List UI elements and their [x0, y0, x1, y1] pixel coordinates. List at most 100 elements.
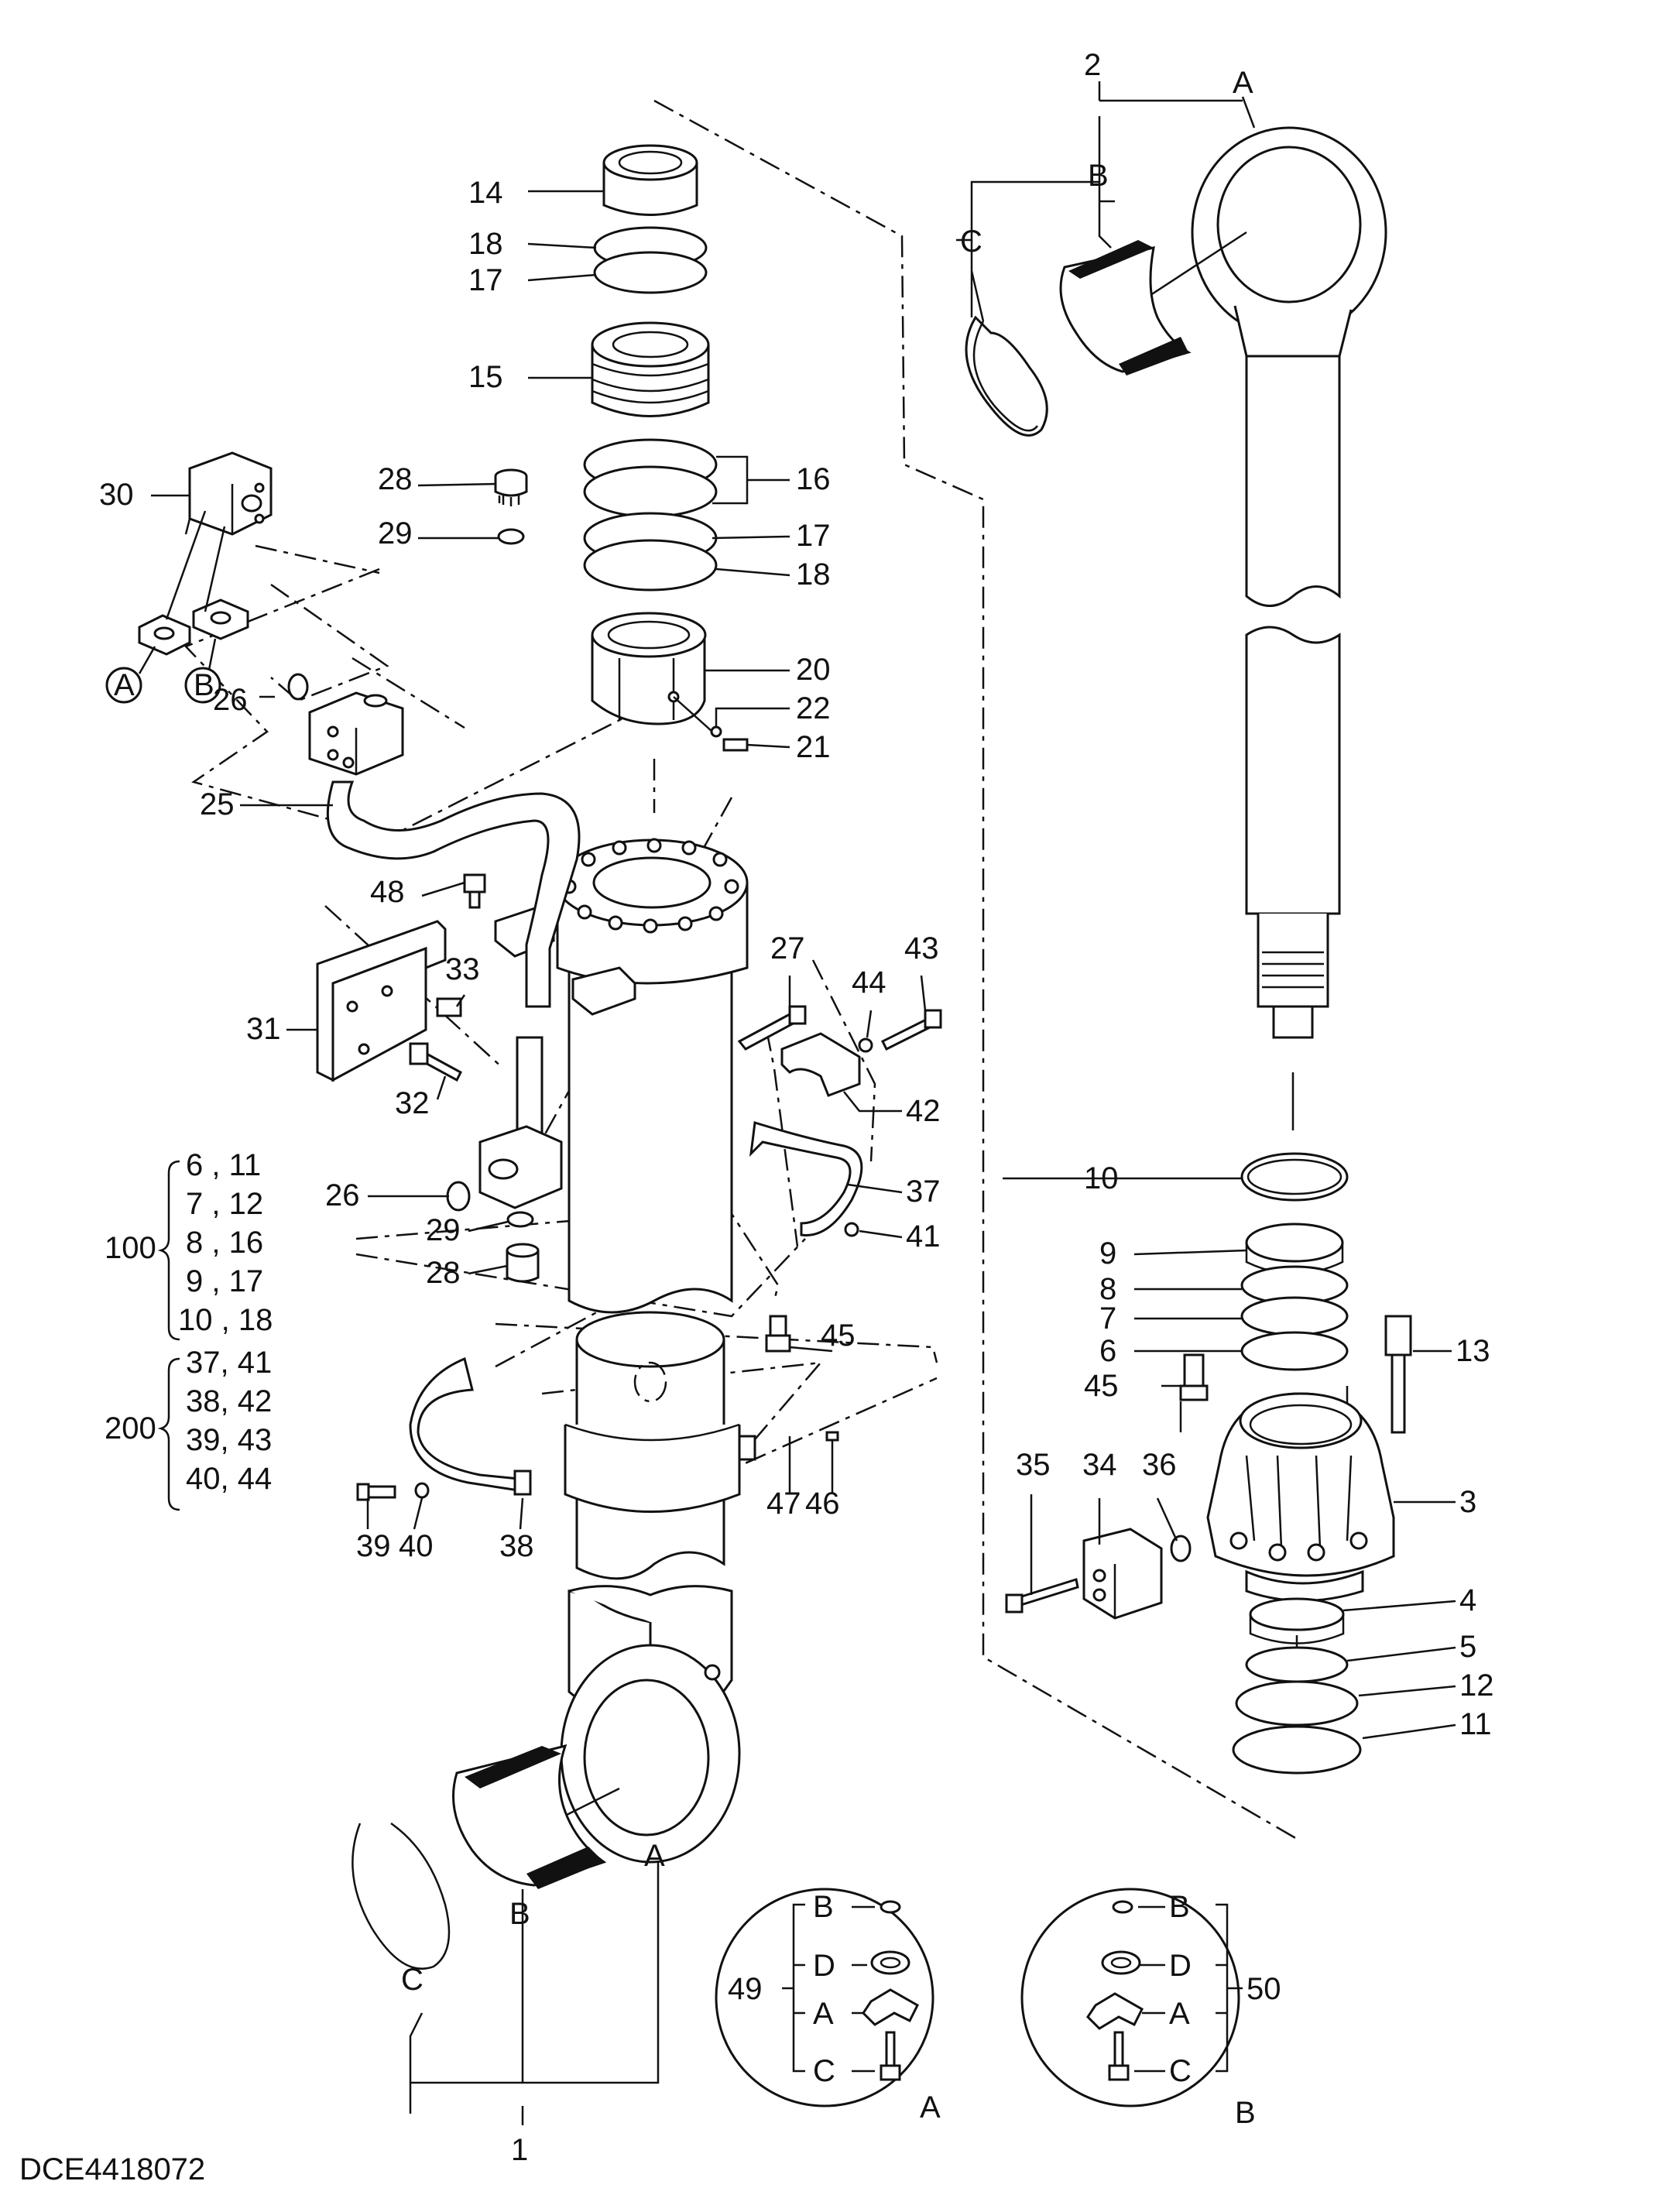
callout-21: 21 — [796, 730, 831, 764]
callout-26: 26 — [213, 683, 248, 717]
flange-b — [192, 598, 249, 640]
pins-47-46 — [788, 1431, 839, 1494]
callout-3: 3 — [1459, 1485, 1476, 1519]
callout-37: 37 — [906, 1175, 941, 1209]
callout-29: 29 — [378, 516, 413, 550]
callout-6: 6 — [1099, 1334, 1116, 1368]
callout-40: 40 — [399, 1529, 434, 1563]
bolt-43 — [880, 1009, 942, 1051]
group-100-item: 8 , 16 — [186, 1226, 263, 1260]
callout-7: 7 — [1099, 1301, 1116, 1336]
callout-47: 47 — [766, 1487, 801, 1521]
bolt-27 — [737, 1005, 807, 1051]
callout-c-top: C — [960, 225, 982, 259]
callout-27: 27 — [770, 931, 805, 965]
callout-34: 34 — [1082, 1448, 1117, 1482]
callout-31: 31 — [246, 1012, 281, 1046]
detail-circle-a — [715, 1888, 934, 2107]
port-b-circle — [184, 667, 221, 704]
group-100: 100 6 , 11 7 , 12 8 , 16 9 , 17 10 , 18 — [105, 1148, 273, 1337]
callout-17: 17 — [468, 263, 503, 297]
callout-36: 36 — [1142, 1448, 1177, 1482]
port-a-label: A — [114, 668, 135, 702]
snap-ring-top — [965, 315, 1048, 437]
group-100-number: 100 — [105, 1231, 156, 1265]
rod-cover — [1206, 1392, 1395, 1602]
callout-45-right: 45 — [1084, 1369, 1119, 1403]
washer-44 — [858, 1037, 873, 1053]
callout-30: 30 — [99, 478, 134, 512]
group-200-item: 37, 41 — [186, 1346, 272, 1380]
callout-b-bottom: B — [509, 1897, 530, 1931]
washer-40 — [414, 1482, 430, 1499]
piston-upper-parts — [583, 144, 718, 592]
callout-b-top: B — [1088, 159, 1109, 193]
callout-5: 5 — [1459, 1630, 1476, 1664]
callout-a-top: A — [1233, 66, 1253, 100]
callout-14: 14 — [468, 176, 503, 210]
callout-29-b: 29 — [426, 1213, 461, 1247]
callout-33: 33 — [445, 952, 480, 986]
bolt-35 — [1005, 1578, 1079, 1614]
callout-48: 48 — [370, 875, 405, 909]
bolt-39 — [356, 1483, 396, 1501]
callout-44: 44 — [852, 965, 886, 1000]
callout-8: 8 — [1099, 1272, 1116, 1306]
bolt-33 — [436, 997, 462, 1017]
callout-28-b: 28 — [426, 1256, 461, 1290]
bolt-48 — [463, 873, 486, 909]
detail-a-labels: 49 B D A C A — [728, 1890, 941, 2125]
detail-a-number: 49 — [728, 1972, 763, 2006]
detail-b-row: B — [1169, 1890, 1190, 1924]
detail-b-tag: B — [1235, 2096, 1256, 2130]
snap-ring-lower — [351, 1822, 451, 1970]
group-100-brace — [157, 1160, 180, 1341]
cylinder-bottom-eye — [560, 1585, 741, 1864]
callout-15: 15 — [468, 360, 503, 394]
callout-22: 22 — [796, 691, 831, 725]
callout-16: 16 — [796, 462, 831, 496]
detail-a-row: A — [813, 1997, 834, 2031]
group-100-item: 10 , 18 — [178, 1303, 273, 1337]
callout-25: 25 — [200, 787, 235, 821]
callout-39: 39 — [356, 1529, 391, 1563]
drawing-code: DCE4418072 — [19, 2152, 205, 2186]
rod-eye — [1145, 126, 1387, 358]
callout-labels: 14 18 17 15 16 17 18 20 22 21 30 28 29 2… — [99, 48, 1494, 2167]
group-200-item: 40, 44 — [186, 1462, 272, 1496]
bushing-lower — [452, 1744, 607, 1889]
o-ring-29-bottom — [506, 1211, 534, 1228]
callout-13: 13 — [1456, 1334, 1490, 1368]
barrel-section — [564, 1311, 756, 1580]
detail-circle-b — [1020, 1888, 1243, 2107]
detail-b-row: A — [1169, 1997, 1190, 2031]
callout-18: 18 — [468, 227, 503, 261]
group-200-brace — [157, 1357, 180, 1511]
callout-a-bottom: A — [644, 1839, 665, 1873]
grease-fitting-center — [765, 1315, 791, 1353]
callout-32: 32 — [395, 1086, 430, 1120]
callout-41: 41 — [906, 1219, 941, 1253]
callout-45: 45 — [821, 1319, 856, 1353]
callout-35: 35 — [1016, 1448, 1051, 1482]
o-ring-29-top — [497, 528, 525, 545]
callout-28: 28 — [378, 462, 413, 496]
clamp-band-38 — [409, 1356, 532, 1496]
o-ring-36 — [1170, 1535, 1192, 1562]
group-200: 200 37, 41 38, 42 39, 43 40, 44 — [105, 1346, 272, 1496]
group-100-item: 7 , 12 — [186, 1187, 263, 1221]
group-200-number: 200 — [105, 1411, 156, 1446]
callout-42: 42 — [906, 1094, 941, 1128]
detail-a-row: D — [813, 1949, 835, 1983]
group-200-item: 39, 43 — [186, 1423, 272, 1457]
rod-bushing — [1059, 240, 1192, 376]
callout-17-b: 17 — [796, 519, 831, 553]
rod-seal-stack — [1240, 1152, 1349, 1371]
piston-rod — [1245, 355, 1341, 1130]
detail-a-row: C — [813, 2054, 835, 2088]
callout-18-b: 18 — [796, 557, 831, 592]
callout-4: 4 — [1459, 1583, 1476, 1617]
callout-9: 9 — [1099, 1236, 1116, 1271]
